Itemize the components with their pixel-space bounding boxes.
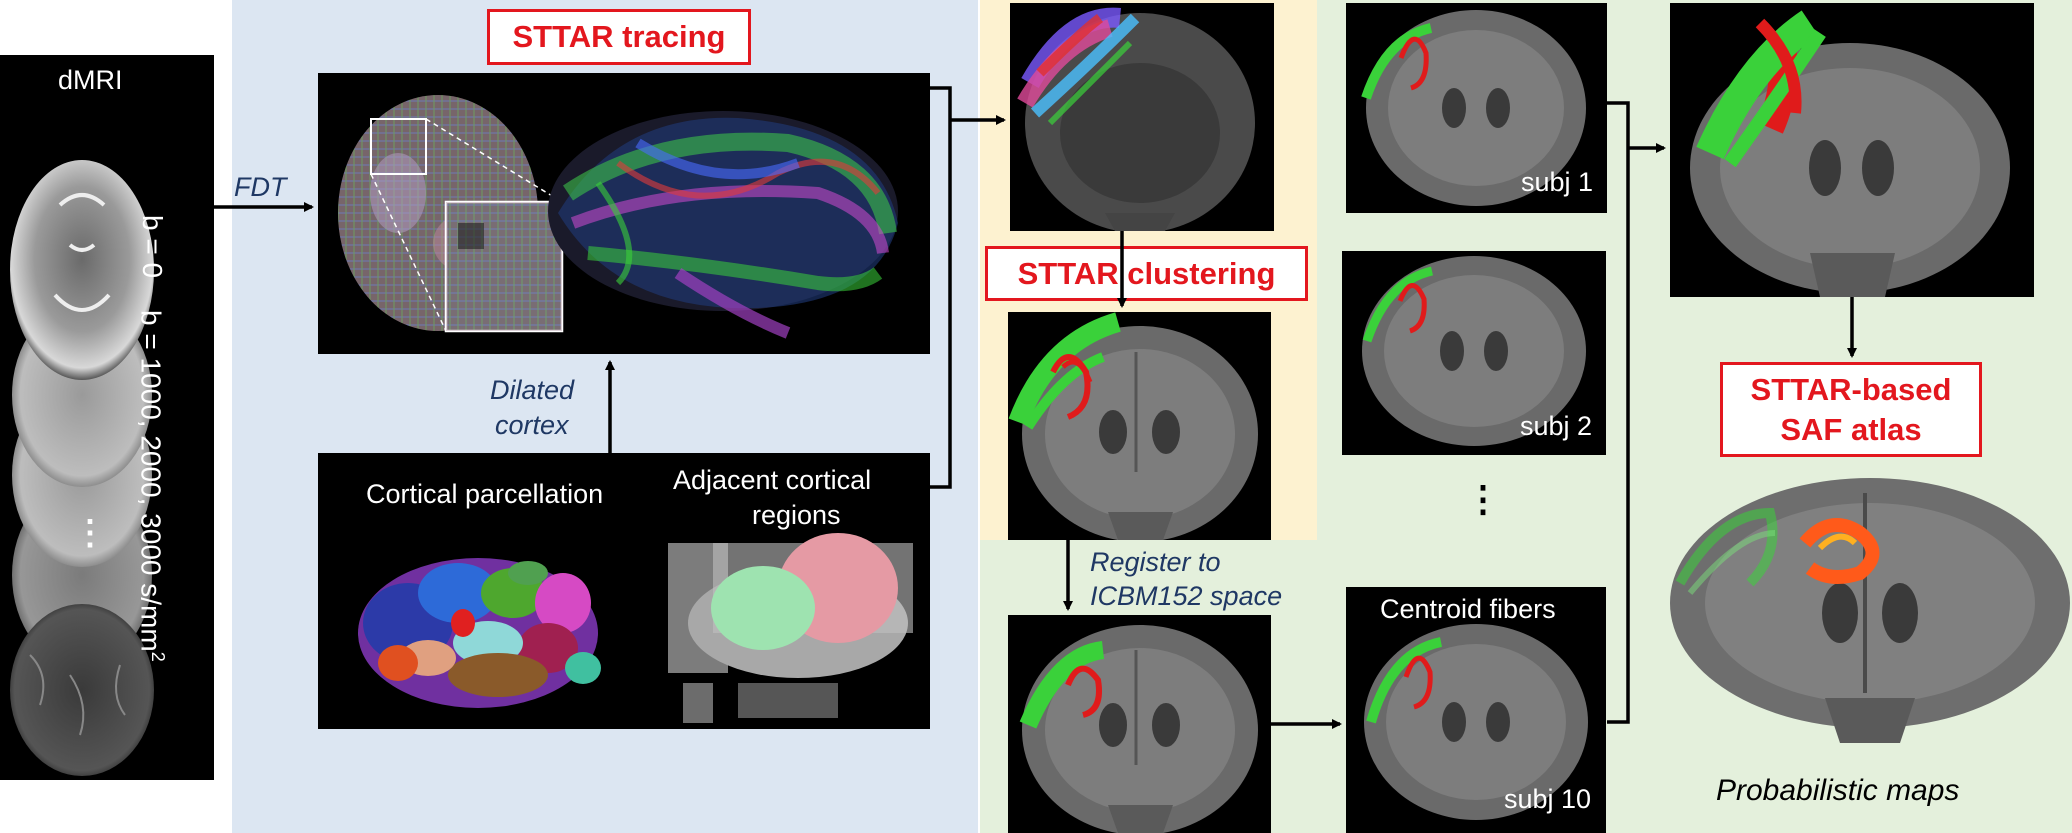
subject-2-label: subj 2 (1520, 411, 1593, 441)
parcellated-brain (358, 558, 601, 708)
subject-2-image (1362, 256, 1586, 446)
template-fibers (1017, 7, 1140, 126)
subject-10-panel: Centroid fibers subj 10 (1346, 587, 1606, 833)
tractography-panel (318, 73, 930, 354)
atlas-box-line-1: STTAR-based (1750, 371, 1952, 407)
dmri-b0-text: b = 0 (137, 215, 168, 279)
sttar-clustering-box: STTAR clustering (985, 246, 1308, 301)
tractography-image (338, 95, 898, 339)
subject-10-image (1364, 624, 1588, 820)
adjacent-regions-label-2: regions (752, 500, 841, 530)
dmri-bmulti-text: b = 1000, 2000, 3000 s/mm (135, 310, 167, 652)
adjacent-regions-label-1: Adjacent cortical (673, 465, 872, 495)
register-label-2: ICBM152 space (1090, 581, 1283, 611)
atlas-box-line-2: SAF atlas (1780, 411, 1922, 447)
registered-brain-panel (1008, 615, 1271, 833)
dmri-strip: dMRI b = 0 b = 1000, 2000, 3000 s/mm2 ⋮ (0, 55, 214, 780)
subject-1-label: subj 1 (1521, 167, 1594, 197)
dmri-ellipsis: ⋮ (73, 514, 107, 552)
sttar-atlas-box: STTAR-based SAF atlas (1720, 362, 1982, 457)
dmri-bmulti-label: b = 1000, 2000, 3000 s/mm2 (135, 310, 168, 662)
whole-brain-fibers (548, 111, 898, 339)
parcellation-panel: Cortical parcellation Adjacent cortical … (318, 453, 930, 729)
dmri-slices-image (10, 160, 154, 776)
dmri-b0-label: b = 0 (136, 215, 168, 278)
template-brain-panel (1010, 3, 1274, 231)
register-label-1: Register to (1090, 547, 1221, 577)
subject-1-panel: subj 1 (1346, 3, 1607, 213)
probabilistic-map-brain (1670, 478, 2070, 743)
cortical-parcellation-label: Cortical parcellation (366, 479, 604, 509)
parcellation-images (358, 533, 913, 723)
dmri-title: dMRI (58, 65, 123, 95)
subject-2-panel: subj 2 (1342, 251, 1606, 455)
dilated-cortex-label-2: cortex (495, 410, 569, 440)
template-brain-image (1017, 7, 1255, 231)
clustered-brain-panel (1008, 312, 1271, 540)
atlas-brain-image (1690, 10, 2010, 297)
fdt-label: FDT (234, 172, 287, 202)
subject-10-label: subj 10 (1504, 784, 1592, 814)
subjects-ellipsis: ⋮ (1465, 478, 1501, 519)
subject-1-image (1361, 10, 1586, 206)
centroid-fibers-label: Centroid fibers (1380, 594, 1556, 624)
adjacent-regions-render (668, 533, 913, 723)
dilated-cortex-label-1: Dilated (490, 375, 575, 405)
sttar-tracing-box: STTAR tracing (487, 9, 751, 65)
probabilistic-maps-caption: Probabilistic maps (1716, 774, 1960, 807)
atlas-brain-panel (1670, 3, 2034, 297)
clustered-brain-image (1008, 312, 1258, 540)
dmri-bmulti-sup: 2 (148, 651, 168, 662)
registered-brain-image (1019, 625, 1258, 833)
